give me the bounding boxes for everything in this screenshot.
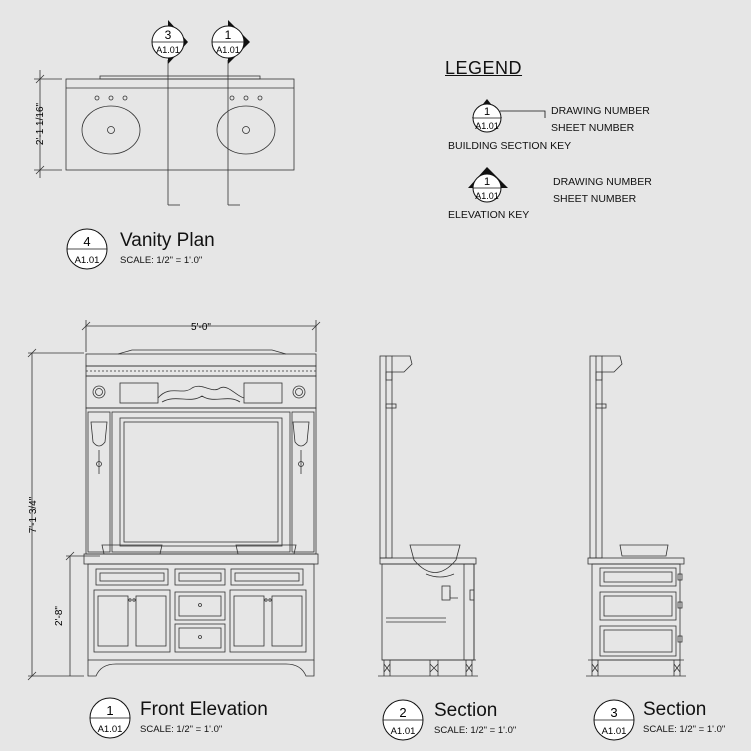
section-3-title: Section (643, 699, 707, 720)
section-marker-1 (211, 20, 250, 64)
front-sheet: A1.01 (98, 724, 123, 735)
marker-3-sheet: A1.01 (156, 45, 180, 55)
legend-elevation-key-sheet: A1.01 (475, 191, 499, 201)
front-height-dimension: 7'-1 3/4" (28, 496, 39, 533)
marker-1-number: 1 (225, 28, 232, 42)
section-2-sheet: A1.01 (391, 726, 416, 737)
legend-elevation-key-label: ELEVATION KEY (448, 209, 530, 221)
section-basin (409, 544, 461, 573)
plan-depth-dimension: 2'-1 1/16" (35, 102, 46, 145)
legend-elevation-key-symbol (468, 167, 508, 203)
plan-title: Vanity Plan (120, 230, 215, 251)
title-bubble-plan (66, 228, 108, 270)
legend-section-key-number: 1 (484, 106, 490, 118)
legend-section-key-sheet: A1.01 (475, 121, 499, 131)
front-scale: SCALE: 1/2" = 1'.0" (140, 724, 223, 735)
vanity-plan-drawing (34, 60, 295, 206)
plan-scale: SCALE: 1/2" = 1'.0" (120, 255, 203, 266)
section-2-number: 2 (399, 705, 406, 720)
plan-number: 4 (83, 234, 90, 249)
section-3-number: 3 (610, 705, 617, 720)
legend-title: LEGEND (445, 58, 523, 78)
legend-section-key-symbol (472, 99, 546, 133)
front-title: Front Elevation (140, 699, 268, 720)
legend-building-section-key-label: BUILDING SECTION KEY (448, 140, 572, 152)
front-number: 1 (106, 703, 113, 718)
countertop-outline (65, 78, 295, 171)
section-2-scale: SCALE: 1/2" = 1'.0" (434, 725, 517, 736)
section-2-title: Section (434, 700, 498, 721)
legend-section-sheet-number-label: SHEET NUMBER (551, 122, 635, 134)
title-bubble-front (89, 697, 131, 739)
legend-elevation-key-number: 1 (484, 176, 490, 188)
legend-section-drawing-number-label: DRAWING NUMBER (551, 105, 650, 117)
section-marker-3 (151, 20, 188, 64)
front-counter-dimension: 2'-8" (54, 606, 65, 626)
section-3-scale: SCALE: 1/2" = 1'.0" (643, 724, 726, 735)
left-basin (81, 105, 141, 155)
title-bubble-section-2 (382, 699, 424, 741)
marker-1-sheet: A1.01 (216, 45, 240, 55)
section-3-sheet: A1.01 (602, 726, 627, 737)
legend-elevation-sheet-number-label: SHEET NUMBER (553, 193, 637, 205)
section-2-drawing (378, 355, 478, 677)
front-elevation-drawing (27, 320, 321, 681)
section-3-drawing (586, 355, 686, 677)
plan-sheet: A1.01 (75, 255, 100, 266)
title-bubble-section-3 (593, 699, 635, 741)
legend-elevation-drawing-number-label: DRAWING NUMBER (553, 176, 652, 188)
front-width-dimension: 5'-0" (191, 322, 211, 333)
marker-3-number: 3 (165, 28, 172, 42)
right-basin (216, 105, 276, 155)
